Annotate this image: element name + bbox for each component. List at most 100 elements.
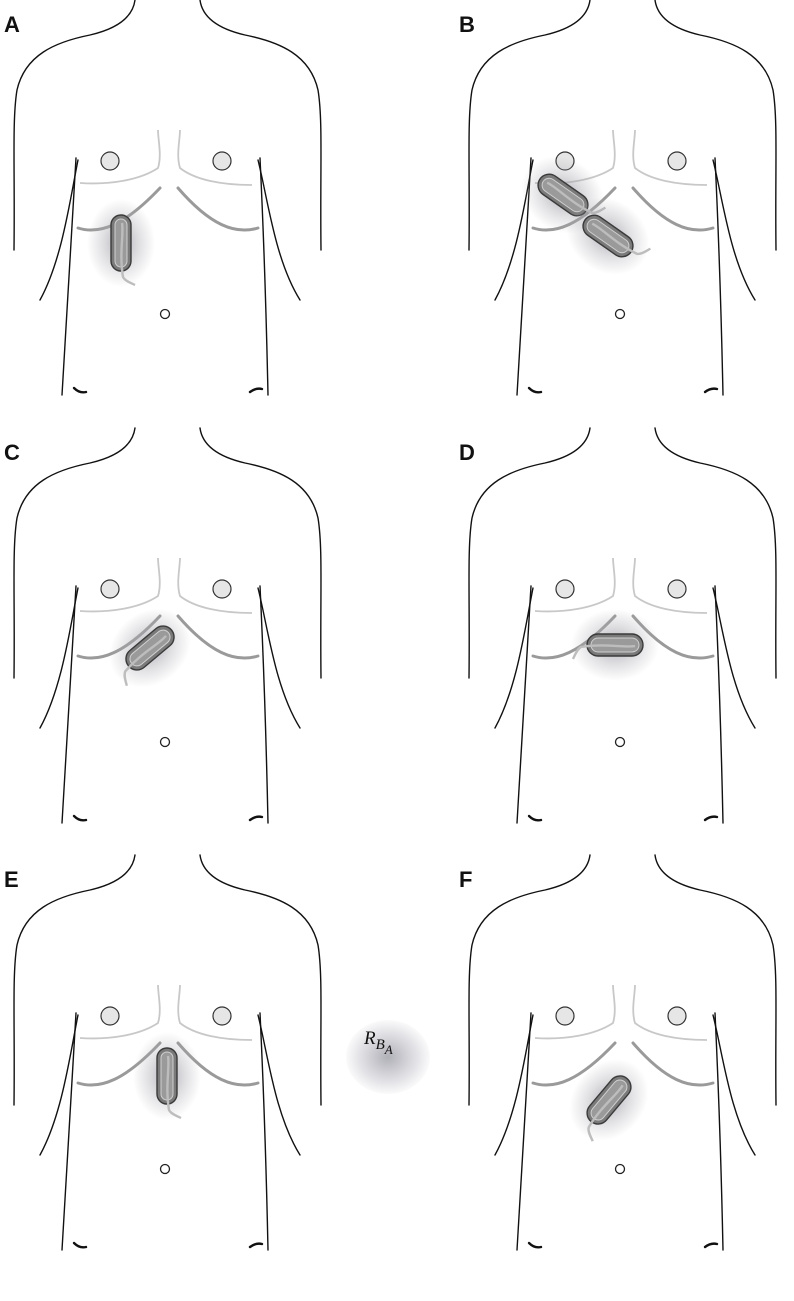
arm-line-left (494, 587, 534, 729)
torso-diagram (468, 854, 777, 1251)
torso-outline-left (468, 0, 591, 251)
hip-mark-left (72, 386, 88, 394)
rib-margin-right (176, 186, 260, 232)
device-lead (166, 1055, 182, 1120)
torso-outline-right (199, 427, 322, 679)
legend-subscript-1: B (375, 1037, 385, 1053)
nipple-right (667, 1006, 687, 1026)
hip-mark-left (527, 1241, 543, 1249)
hip-mark-right (703, 1242, 719, 1249)
side-line-right (714, 157, 724, 396)
breast-contour-right (632, 557, 708, 614)
navel (614, 736, 626, 748)
hip-mark-right (703, 815, 719, 822)
panel-d: D (455, 427, 785, 828)
arm-line-right (257, 587, 301, 729)
breast-contour-right (177, 557, 253, 614)
arm-line-right (712, 159, 756, 301)
device-lead (123, 635, 167, 687)
side-line-left (516, 1012, 532, 1251)
hip-mark-right (703, 387, 719, 394)
panel-label-c: C (4, 440, 20, 465)
nipple-left (555, 579, 575, 599)
breast-contour-right (632, 129, 708, 186)
nipple-left (100, 151, 120, 171)
panel-c: C (0, 427, 330, 828)
nipple-right (667, 151, 687, 171)
navel (614, 1163, 626, 1175)
legend: RBA (338, 1010, 438, 1094)
arm-line-left (39, 587, 79, 729)
navel (614, 308, 626, 320)
panel-label-e: E (4, 867, 19, 892)
torso-outline-left (13, 854, 136, 1106)
panel-b: B (455, 0, 785, 400)
side-line-right (714, 1012, 724, 1251)
nipple-left (100, 1006, 120, 1026)
torso-outline-right (199, 854, 322, 1106)
breast-contour-left (534, 557, 616, 613)
panel-label-b: B (459, 12, 475, 37)
torso-outline-right (654, 427, 777, 679)
side-line-right (259, 1012, 269, 1251)
legend-symbol: R (364, 1028, 376, 1049)
nipple-right (212, 151, 232, 171)
nipple-left (555, 1006, 575, 1026)
breast-contour-left (79, 984, 161, 1040)
torso-outline-left (468, 854, 591, 1106)
navel (159, 736, 171, 748)
arm-line-left (39, 159, 79, 301)
rib-margin-right (631, 186, 715, 232)
device-1 (109, 608, 191, 688)
legend-label: RBA (364, 1028, 393, 1057)
side-line-left (61, 157, 77, 396)
panel-a: A (0, 0, 330, 400)
arm-line-right (712, 587, 756, 729)
side-line-right (259, 157, 269, 396)
device-lead (571, 644, 636, 660)
torso-diagram (468, 427, 777, 824)
hip-mark-right (248, 1242, 264, 1249)
hip-mark-right (248, 815, 264, 822)
side-line-right (714, 585, 724, 824)
torso-diagram (13, 854, 322, 1251)
torso-diagram (13, 427, 322, 824)
navel (159, 308, 171, 320)
side-line-right (259, 585, 269, 824)
device-lead (120, 222, 136, 287)
rib-margin-left (531, 1041, 617, 1087)
breast-contour-left (79, 557, 161, 613)
panel-label-d: D (459, 440, 475, 465)
torso-outline-left (13, 0, 136, 251)
breast-contour-right (177, 984, 253, 1041)
legend-glow-swatch (346, 1020, 430, 1094)
torso-outline-right (654, 0, 777, 251)
device-1 (133, 1032, 201, 1120)
panel-f: F (455, 854, 785, 1255)
device-1 (571, 609, 659, 681)
hip-mark-left (72, 1241, 88, 1249)
nipple-left (100, 579, 120, 599)
device-1 (87, 199, 155, 287)
legend-subscript-2: A (384, 1042, 393, 1057)
device-lead (587, 1084, 624, 1142)
arm-line-left (39, 1014, 79, 1156)
panel-label-f: F (459, 867, 473, 892)
panel-e: E (0, 854, 330, 1255)
rib-margin-right (631, 1041, 715, 1087)
side-line-left (61, 1012, 77, 1251)
breast-contour-right (632, 984, 708, 1041)
device-lead (591, 222, 652, 256)
torso-diagram (468, 0, 777, 396)
nipple-right (212, 579, 232, 599)
torso-outline-right (654, 854, 777, 1106)
breast-contour-right (177, 129, 253, 186)
arm-line-right (257, 1014, 301, 1156)
hip-mark-right (248, 387, 264, 394)
hip-mark-left (527, 386, 543, 394)
breast-contour-left (534, 984, 616, 1040)
arm-line-left (494, 1014, 534, 1156)
nipple-right (212, 1006, 232, 1026)
hip-mark-left (527, 814, 543, 822)
side-line-left (516, 585, 532, 824)
